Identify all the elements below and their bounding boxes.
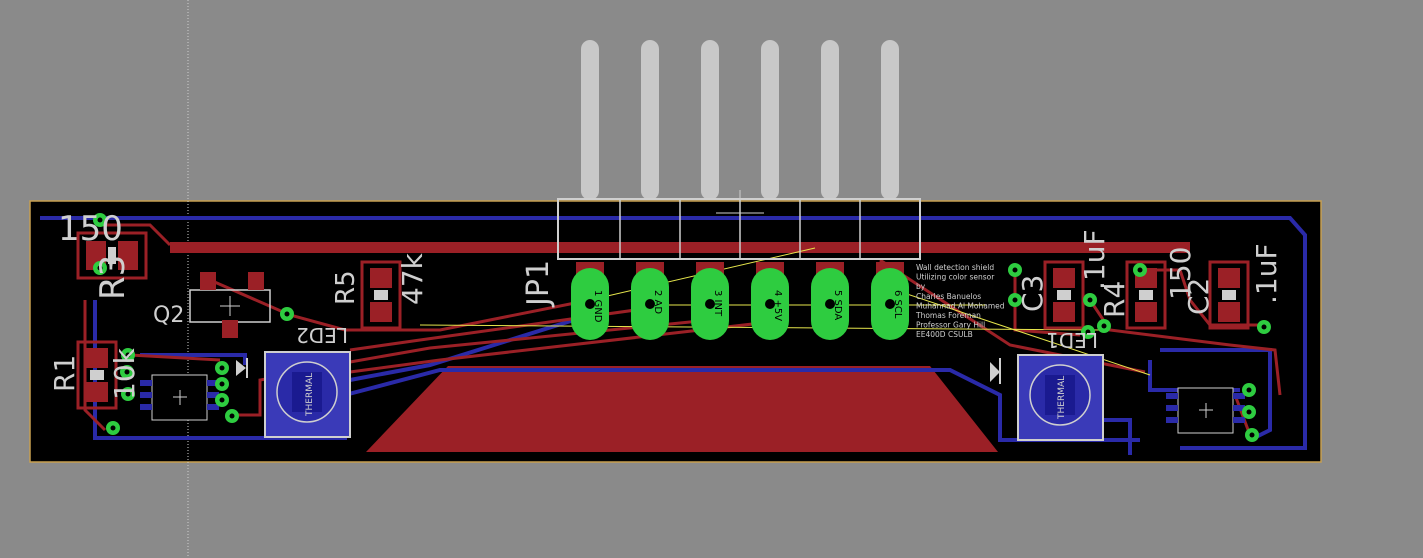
r1-footprint (76, 340, 118, 410)
c2-value-label: .1uF (1250, 243, 1283, 304)
led1-name-label: LED1 (1046, 328, 1098, 352)
jp1-pads: 1 GND 2 AD 3 INT 4 +5V 5 SDA 6 SCL (571, 262, 909, 340)
c2-name-label: C2 (1182, 278, 1215, 315)
jp1-pad-4: 4 +5V (751, 262, 789, 340)
header-pin-1 (581, 40, 599, 200)
note-line: by (916, 282, 926, 291)
r4-name-label: R4 (1098, 281, 1131, 318)
c3-footprint (1043, 260, 1085, 330)
note-line: Professor Gary Hill (916, 321, 985, 330)
r1-name-label: R1 (48, 355, 81, 392)
header-pin-4 (761, 40, 779, 200)
q2-transistor (189, 272, 271, 338)
smd-parts (76, 231, 1250, 410)
note-line: Charles Banuelos (916, 292, 981, 301)
r5-name-label: R5 (331, 270, 361, 305)
c3-name-label: C3 (1016, 275, 1049, 312)
r1-value-label: 10k (108, 347, 141, 400)
c3-value-label: .1uF (1078, 229, 1111, 290)
bottom-traces (40, 216, 1307, 455)
copper-pour (366, 366, 998, 452)
jp1-pad-2: 2 AD (631, 262, 669, 340)
led2-name-label: LED2 (296, 323, 348, 347)
q2-name-label: Q2 (153, 303, 184, 328)
header-pins (581, 40, 899, 200)
vias (93, 213, 1271, 442)
r3-value-label: 150 (58, 209, 123, 249)
note-line: Thomas Foreman (915, 311, 981, 320)
jp1-pin-label: 1 GND (592, 290, 603, 323)
jp1-pin-label: 2 AD (652, 290, 663, 314)
jp1-pin-label: 4 +5V (772, 290, 783, 321)
r5-value-label: 47k (396, 252, 429, 305)
r3-name-label: R3 (93, 255, 133, 300)
jp1-pad-3: 3 INT (691, 262, 729, 340)
jp1-pad-1: 1 GND (571, 262, 609, 340)
jp1-pin-label: 6 SCL (892, 290, 903, 319)
note-line: Muhannad Al Mohamed (916, 301, 1005, 310)
c2-footprint (1208, 260, 1250, 330)
jp1-pin-label: 5 SDA (832, 290, 843, 320)
header-pin-3 (701, 40, 719, 200)
led2-thermal-label: THERMAL (305, 373, 315, 417)
note-line: EE400D CSULB (916, 330, 973, 339)
r4-value-label: 150 (1164, 247, 1197, 300)
r4-footprint (1125, 260, 1167, 330)
header-pin-5 (821, 40, 839, 200)
header-pin-6 (881, 40, 899, 200)
sensor-chip-left (140, 374, 219, 421)
r5-footprint (360, 260, 402, 330)
note-line: Utilizing color sensor (916, 273, 995, 282)
jp1-pin-label: 3 INT (712, 290, 723, 317)
led1-thermal-label: THERMAL (1057, 376, 1067, 420)
jp1-pad-5: 5 SDA (811, 262, 849, 340)
note-line: Wall detection shield (916, 263, 994, 272)
jp1-header-outline (557, 190, 921, 260)
jp1-pad-6: 6 SCL (871, 262, 909, 340)
sensor-chip-right (1166, 387, 1245, 434)
led2-footprint: THERMAL (236, 351, 351, 438)
led1-footprint: THERMAL (990, 354, 1104, 441)
header-pin-2 (641, 40, 659, 200)
jp1-name-label: JP1 (521, 260, 556, 308)
